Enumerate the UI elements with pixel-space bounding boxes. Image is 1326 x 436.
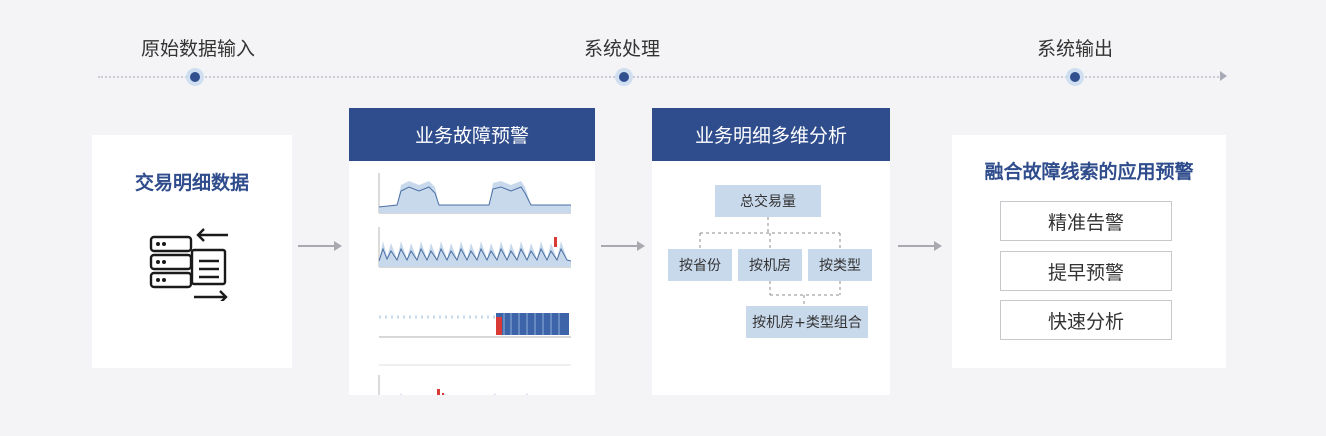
tree-branch-province: 按省份 (668, 249, 732, 281)
analysis-card: 业务明细多维分析 总交易量 按省份 按机房 按类型 按机房+类型组合 (652, 108, 890, 395)
time-series-chart (378, 227, 572, 268)
timeline-arrow-icon (1220, 71, 1227, 81)
output-item-early-warning: 提早预警 (1000, 251, 1172, 291)
time-series-chart (379, 313, 571, 366)
flow-arrow-icon (898, 241, 942, 251)
timeline-dot-input (186, 68, 204, 86)
output-item-precise-alert: 精准告警 (1000, 201, 1172, 241)
stage-label-input: 原始数据输入 (140, 38, 256, 60)
output-item-quick-analysis: 快速分析 (1000, 300, 1172, 340)
source-card: 交易明细数据 (92, 135, 292, 368)
source-card-title: 交易明细数据 (134, 172, 249, 194)
analysis-card-header: 业务明细多维分析 (652, 108, 890, 161)
timeline-dot-process (615, 68, 633, 86)
time-series-chart (378, 173, 571, 214)
timeline-dot-output (1066, 68, 1084, 86)
tree-branch-room: 按机房 (738, 249, 802, 281)
time-series-chart (378, 375, 559, 395)
tree-combo-node: 按机房+类型组合 (746, 306, 868, 338)
output-card-title: 融合故障线索的应用预警 (984, 161, 1194, 183)
tree-branch-type: 按类型 (808, 249, 872, 281)
flow-arrow-icon (601, 241, 645, 251)
flow-arrow-icon (298, 241, 342, 251)
alert-card-header: 业务故障预警 (349, 108, 595, 161)
analysis-tree-connectors (699, 217, 841, 309)
tree-root-node: 总交易量 (715, 185, 821, 217)
server-data-exchange-icon (149, 228, 228, 301)
stage-label-process: 系统处理 (583, 38, 661, 60)
stage-label-output: 系统输出 (1036, 38, 1114, 60)
timeline-line (98, 76, 1222, 78)
alert-card: 业务故障预警 (349, 108, 595, 395)
alert-charts (378, 173, 572, 395)
